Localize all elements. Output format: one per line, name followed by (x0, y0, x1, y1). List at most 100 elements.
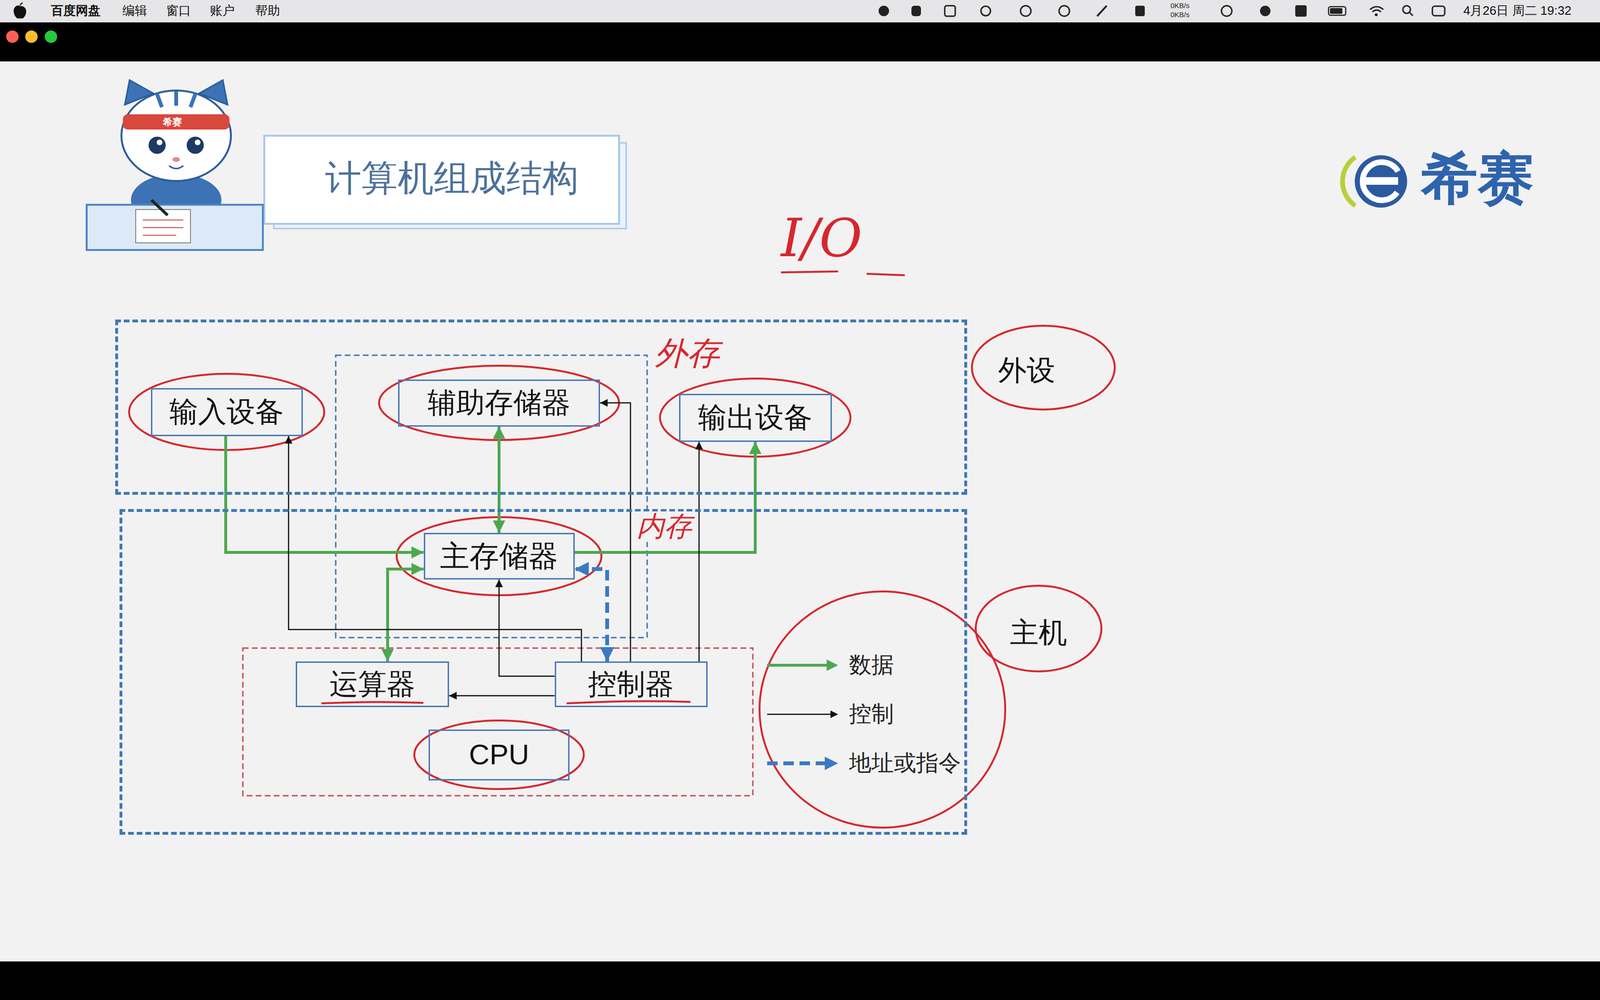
status-icon (944, 5, 956, 17)
slide-title: 计算机组成结构 (325, 154, 579, 204)
annotation-circle (759, 591, 1006, 828)
status-icon (1020, 5, 1031, 17)
legend-item: 地址或指令 (761, 748, 961, 779)
logo-bar (1364, 177, 1399, 185)
data-connector (387, 569, 424, 662)
legend-line (767, 761, 828, 766)
component-box: CPU (428, 729, 570, 781)
component-label: 辅助存储器 (427, 385, 571, 420)
legend-line (767, 663, 830, 667)
menu-item: 窗口 (166, 3, 191, 18)
legend-sample (761, 650, 843, 680)
region-frame: 主机主存储器运算器控制器CPU (119, 509, 968, 835)
status-icon (980, 6, 991, 16)
ctrl-connector (698, 441, 700, 662)
status-icon (1295, 5, 1307, 17)
legend-arrowhead (826, 659, 839, 671)
annotation-circle (414, 720, 584, 790)
paper (135, 209, 191, 243)
logo-arc (1342, 157, 1356, 206)
menu-item: 账户 (210, 3, 235, 18)
cpu-group-frame (242, 648, 753, 796)
annotation-underline (321, 701, 424, 704)
ctrl-connector (449, 695, 555, 697)
legend-line (767, 713, 832, 715)
status-icon (878, 5, 890, 17)
status-icon (1097, 5, 1107, 17)
cat-nose (172, 157, 180, 162)
component-box: 输入设备 (150, 388, 303, 437)
legend-sample (761, 749, 843, 778)
menu-item: 编辑 (122, 3, 148, 18)
component-label: 主存储器 (440, 538, 559, 574)
window-titlebar (0, 22, 1600, 62)
brand-name: 希赛 (1421, 147, 1534, 210)
ctrl-connector (288, 436, 582, 662)
search-icon (1402, 5, 1411, 14)
ctrl-connector (499, 579, 555, 677)
annotation-underline (566, 701, 691, 704)
logo-e (1362, 161, 1399, 200)
component-box: 输出设备 (679, 393, 832, 442)
window-bottom-bar (0, 961, 1600, 1000)
menu-item: 百度网盘 (50, 3, 101, 18)
pen (151, 200, 168, 216)
data-connector (574, 441, 756, 553)
status-icon (1260, 5, 1271, 17)
data-connector (497, 426, 501, 534)
wifi-icon (1370, 6, 1384, 12)
storage-group-frame (335, 355, 648, 638)
paper-lines (142, 220, 184, 236)
annotation-underline (780, 271, 905, 276)
addr-connector (574, 569, 608, 662)
cat-headband (122, 114, 230, 130)
handwritten-note: 内存 (635, 511, 694, 542)
cat-eye (186, 136, 204, 154)
ctrl-connector (600, 402, 631, 662)
minimize-button (25, 30, 38, 43)
region-heading: 外设 (998, 353, 1056, 388)
zoom-button (44, 30, 58, 43)
component-box: 主存储器 (423, 532, 575, 580)
brand-logo (1342, 155, 1408, 208)
battery-level (1330, 8, 1343, 14)
region-label: 外设 (998, 353, 1056, 388)
component-label: 输入设备 (169, 394, 284, 430)
handwritten-note: I/O (780, 209, 863, 268)
region-heading: 主机 (1010, 615, 1068, 650)
component-box: 辅助存储器 (398, 379, 600, 427)
headband-text: 希赛 (162, 116, 182, 128)
legend-sample (761, 700, 843, 729)
control-icon (1432, 6, 1445, 16)
cat-eye-shine (194, 139, 201, 146)
component-label: 运算器 (329, 667, 416, 702)
legend-text: 地址或指令 (849, 748, 961, 779)
cat-stripes (157, 91, 196, 108)
status-icon (911, 5, 921, 17)
wifi-icon (1374, 13, 1378, 17)
logo-circle (1354, 155, 1408, 208)
component-label: 输出设备 (698, 400, 813, 435)
status-icon (1135, 5, 1145, 17)
component-box: 运算器 (295, 661, 450, 708)
search-icon (1409, 12, 1413, 16)
region-label: 主机 (1010, 615, 1068, 650)
menu-clock: 4月26日 周二 19:32 (1463, 3, 1572, 18)
banner-front (264, 135, 620, 224)
cat-eye (148, 136, 166, 154)
status-icon (1059, 5, 1070, 17)
desk (86, 204, 263, 250)
legend-item: 控制 (761, 699, 894, 730)
status-icon (1221, 5, 1232, 17)
legend-arrowhead (830, 710, 839, 719)
legend-text: 数据 (849, 650, 894, 680)
close-button (6, 30, 19, 43)
component-label: CPU (469, 737, 530, 772)
network-speed: 0KB/s (1170, 10, 1190, 20)
apple-icon (14, 2, 26, 19)
menu-bar (0, 0, 1600, 23)
annotation-circle (971, 325, 1115, 410)
